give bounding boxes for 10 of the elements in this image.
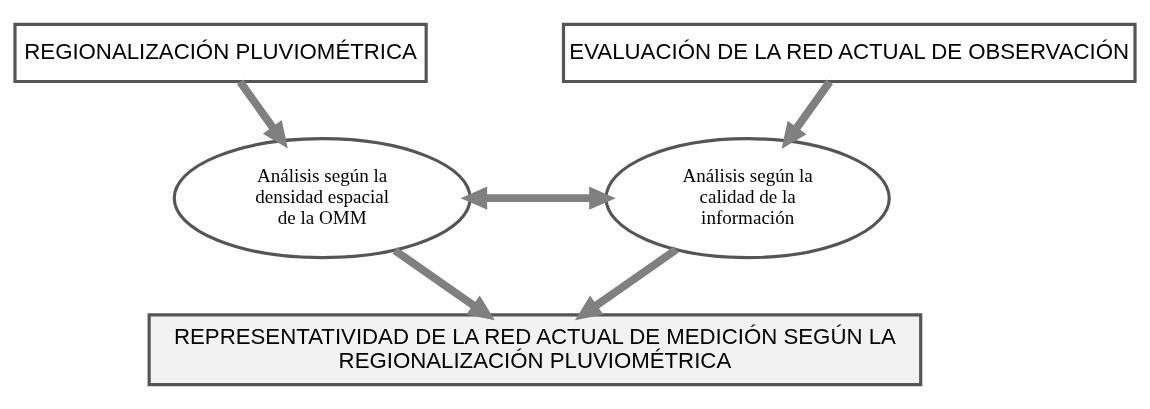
arrow <box>574 246 679 321</box>
arrow <box>460 186 616 210</box>
arrow <box>236 79 288 149</box>
node-box: REGIONALIZACIÓN PLUVIOMÉTRICA <box>13 22 428 84</box>
node-box: REPRESENTATIVIDAD DE LA RED ACTUAL DE MEDICIÓN SEGÚN LA REGIONALIZACIÓN PLUVIOMÉTRICA <box>147 313 923 387</box>
arrow <box>392 247 495 321</box>
node-ellipse: Análisis según la densidad espacial de la OMM <box>172 137 472 260</box>
node-ellipse: Análisis según la calidad de la información <box>604 137 891 260</box>
arrow <box>781 79 833 150</box>
node-box: EVALUACIÓN DE LA RED ACTUAL DE OBSERVACIÓN <box>561 22 1137 84</box>
